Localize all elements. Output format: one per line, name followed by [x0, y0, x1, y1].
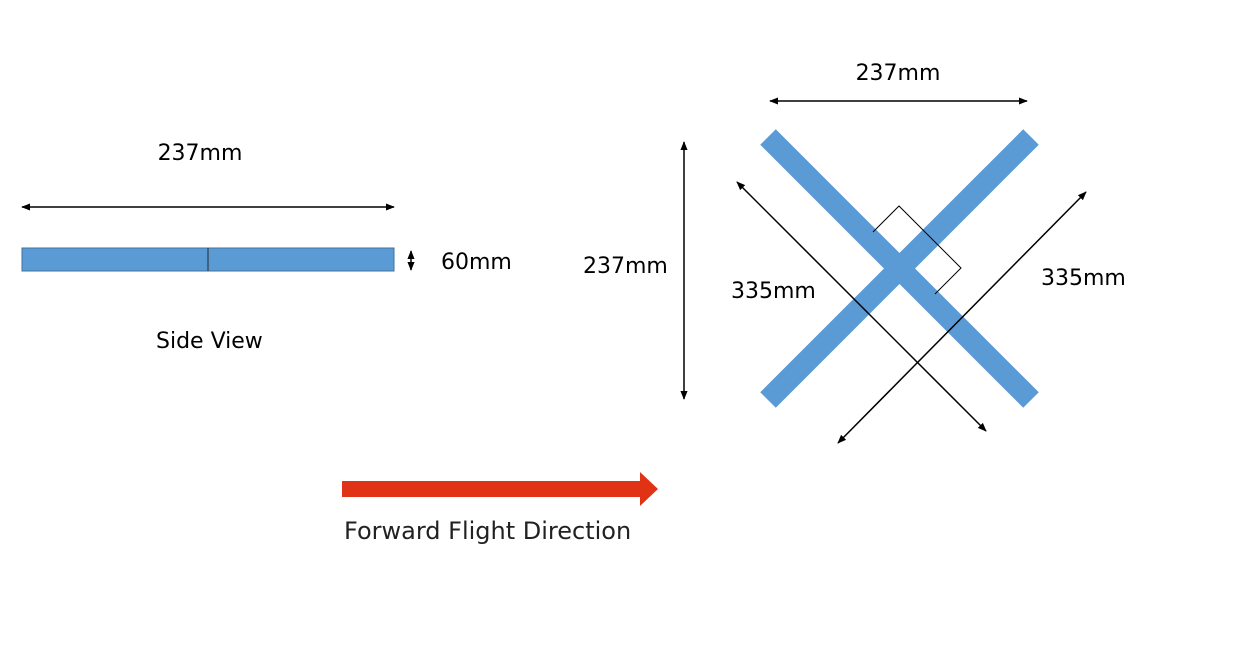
side-view: 237mm 60mm Side View — [21, 141, 512, 354]
side-view-width-label: 237mm — [158, 141, 243, 166]
diagonal-arrow-right — [837, 191, 1087, 444]
top-view-height-label: 237mm — [583, 254, 668, 279]
flight-direction: Forward Flight Direction — [342, 472, 658, 545]
top-view: 237mm 237mm 335mm 335mm — [583, 61, 1126, 444]
diagonal-right-label: 335mm — [1041, 266, 1126, 291]
side-view-caption: Side View — [156, 329, 263, 354]
side-view-height-label: 60mm — [441, 250, 512, 275]
forward-direction-arrow — [342, 472, 658, 506]
flight-direction-caption: Forward Flight Direction — [344, 517, 631, 545]
diagonal-left-label: 335mm — [731, 279, 816, 304]
top-view-width-label: 237mm — [856, 61, 941, 86]
